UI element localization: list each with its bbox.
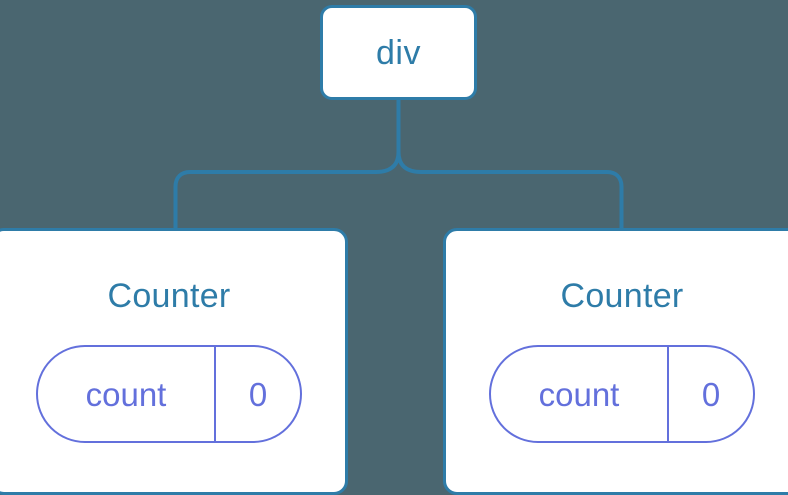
state-key-cell: count — [491, 347, 669, 441]
state-pill-count[interactable]: count 0 — [36, 345, 302, 443]
component-title: Counter — [560, 277, 684, 315]
state-value-cell: 0 — [669, 347, 753, 441]
state-value-cell: 0 — [216, 347, 300, 441]
component-card-counter-left[interactable]: Counter count 0 — [0, 228, 348, 495]
connector-stem-and-branches — [173, 98, 401, 230]
state-value-label: 0 — [248, 375, 268, 413]
state-value-label: 0 — [701, 375, 721, 413]
root-node-div[interactable]: div — [320, 5, 477, 100]
root-node-label: div — [376, 33, 421, 72]
state-key-cell: count — [38, 347, 216, 441]
component-card-counter-right[interactable]: Counter count 0 — [443, 228, 788, 495]
state-key-label: count — [85, 375, 167, 413]
component-title: Counter — [107, 277, 231, 315]
state-key-label: count — [538, 375, 620, 413]
state-pill-count[interactable]: count 0 — [489, 345, 755, 443]
connector-branch-right — [396, 150, 624, 230]
